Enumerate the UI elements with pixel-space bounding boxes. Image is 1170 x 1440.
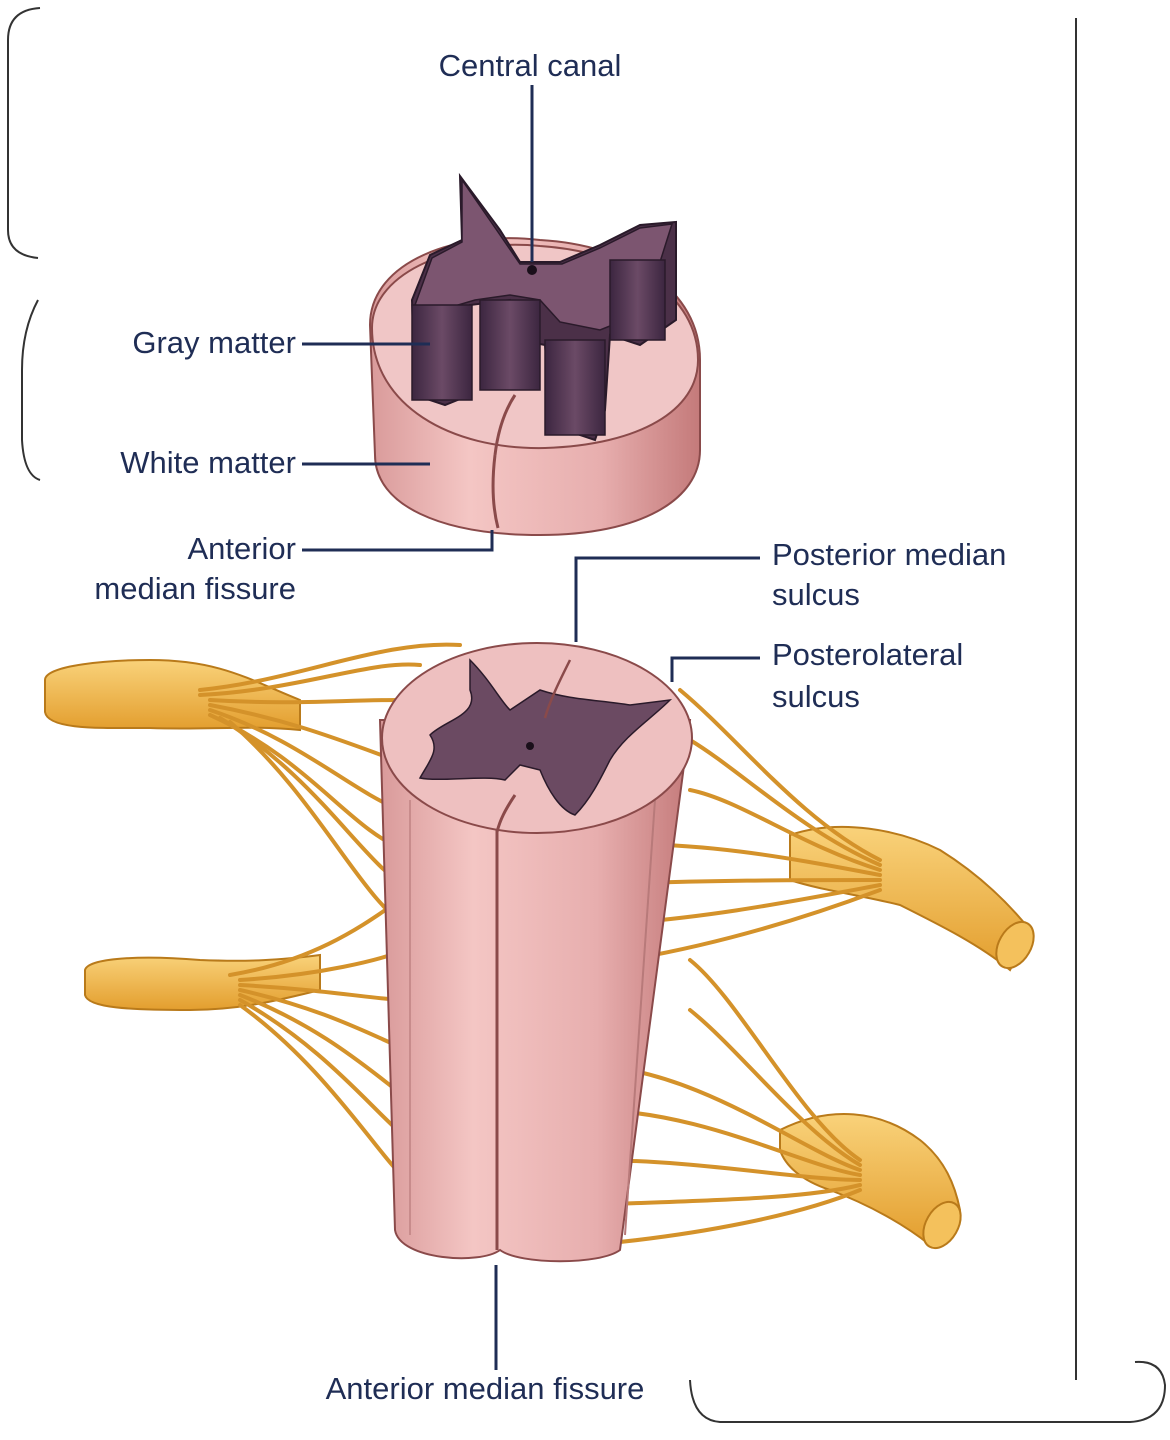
posterolateral-sulcus-line2: sulcus xyxy=(772,679,860,714)
central-canal-label: Central canal xyxy=(438,48,622,83)
posterior-median-sulcus-line1: Posterior median xyxy=(772,537,1007,572)
anterior-median-fissure-top-line2: median fissure xyxy=(94,571,296,606)
page-frame xyxy=(7,7,1167,1423)
posterior-median-sulcus-line2: sulcus xyxy=(772,577,860,612)
leader-lines xyxy=(302,85,760,1370)
white-matter-label: White matter xyxy=(120,445,296,480)
spinal-cord-column xyxy=(378,642,693,1263)
gray-matter-label: Gray matter xyxy=(132,325,296,360)
top-segment xyxy=(368,172,701,537)
anterior-median-fissure-bottom-label: Anterior median fissure xyxy=(325,1371,645,1406)
posterolateral-sulcus-line1: Posterolateral xyxy=(772,637,964,672)
anterior-median-fissure-top-line1: Anterior xyxy=(187,531,296,566)
